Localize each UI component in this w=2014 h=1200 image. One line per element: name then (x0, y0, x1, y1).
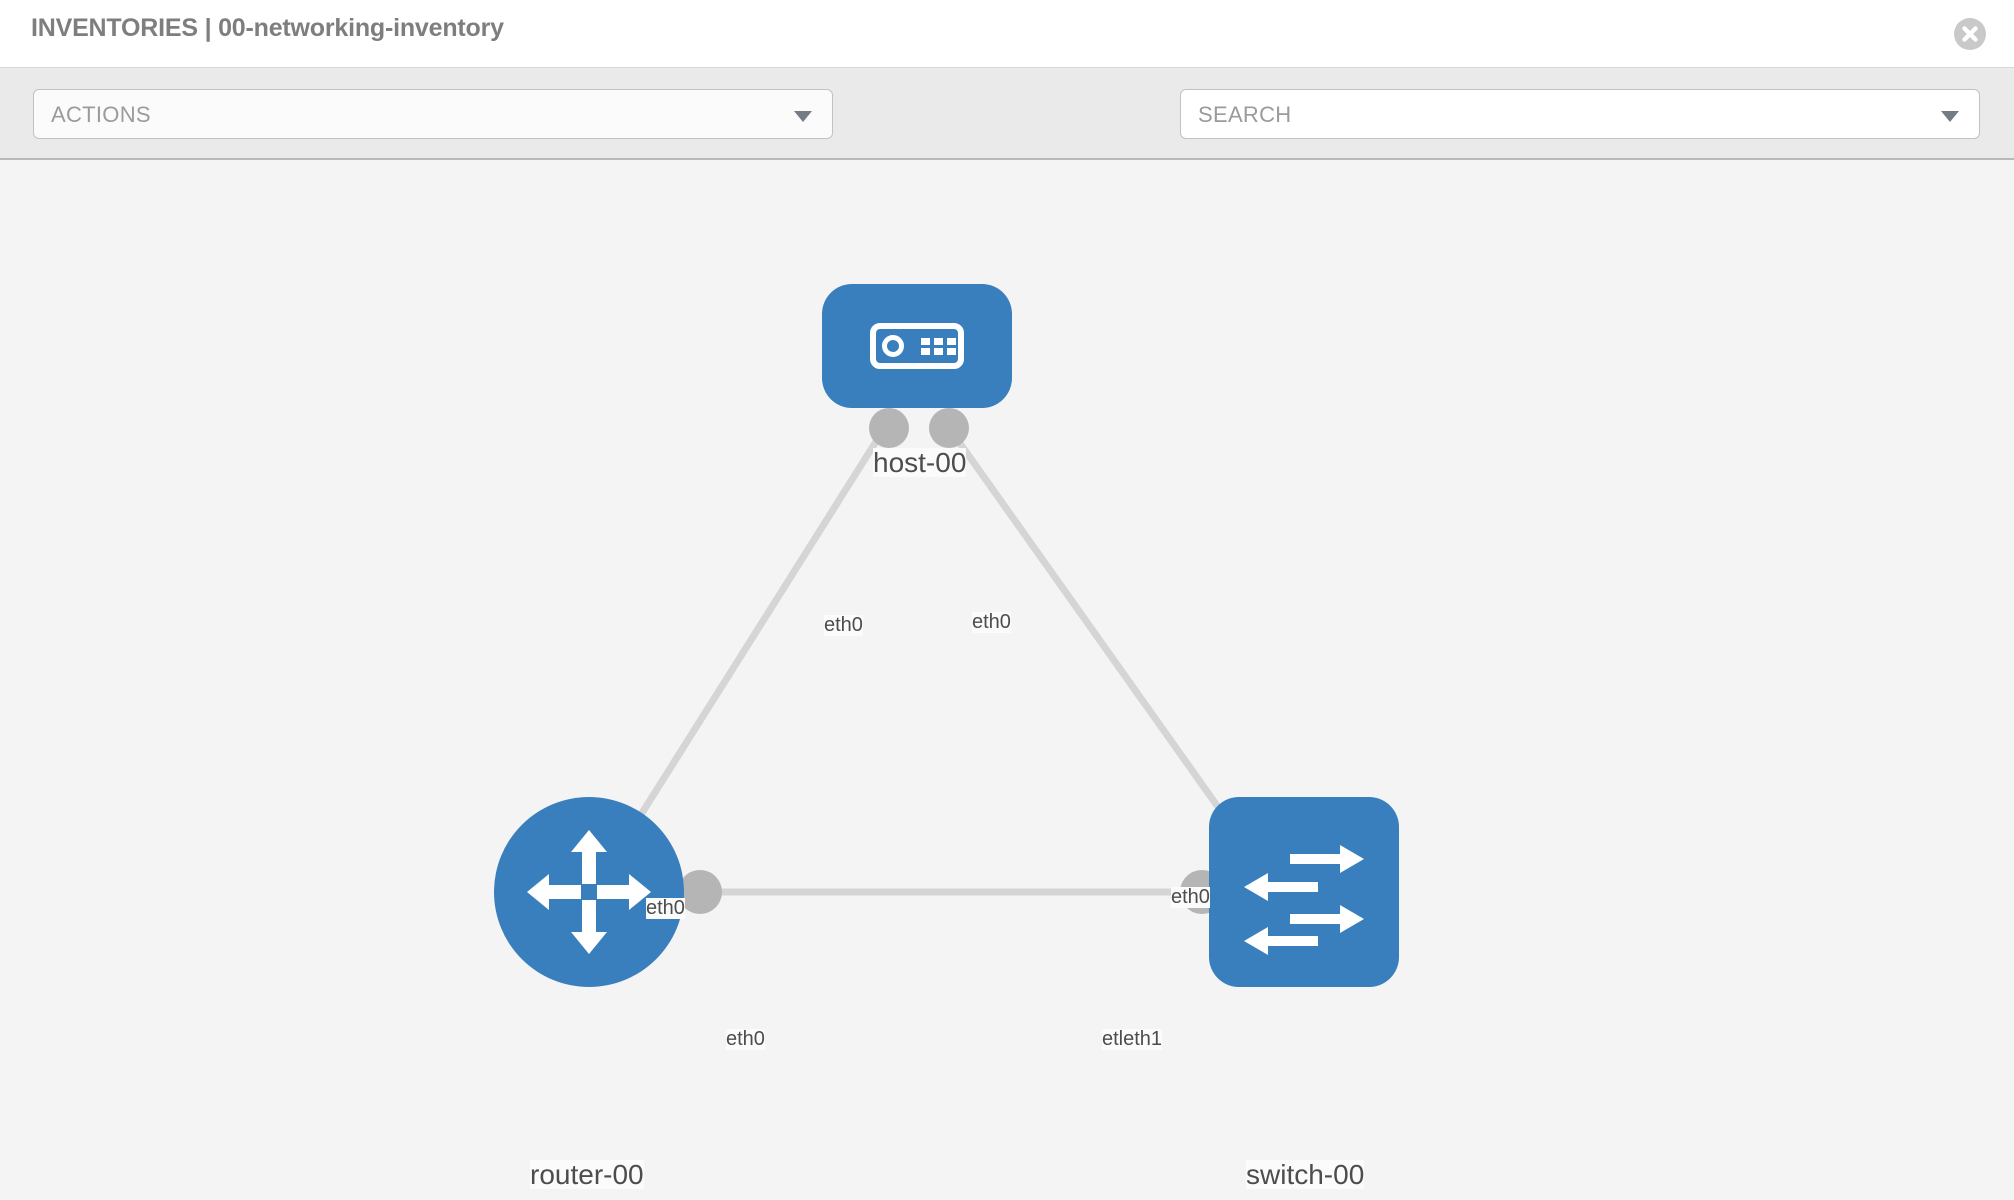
topology-canvas[interactable]: host-00 router-00 switch-00 eth0 eth0 et… (0, 160, 2014, 1200)
node-host-00[interactable] (822, 284, 1012, 408)
page-title: INVENTORIES | 00-networking-inventory (31, 14, 504, 42)
edge-host-router (622, 430, 885, 842)
iface-label-switch-eth1: etleth1 (1102, 1028, 1163, 1050)
nub-host-left (869, 408, 909, 448)
chevron-down-icon (1941, 111, 1959, 122)
iface-label-router-eth0-up: eth0 (646, 897, 685, 919)
node-label-router-00: router-00 (530, 1159, 644, 1190)
topology-interface-nubs (678, 408, 1257, 914)
search-placeholder: SEARCH (1198, 102, 1292, 127)
node-router-00[interactable] (494, 797, 684, 987)
search-input[interactable]: SEARCH (1180, 89, 1980, 139)
topology-graph (494, 284, 1399, 987)
topology-edges (622, 429, 1250, 896)
page-header: INVENTORIES | 00-networking-inventory (0, 0, 2014, 68)
nub-host-right (929, 408, 969, 448)
node-label-host-00: host-00 (873, 447, 967, 478)
iface-label-host-eth0-left: eth0 (824, 614, 863, 636)
actions-dropdown-label: ACTIONS (51, 102, 151, 127)
toolbar: ACTIONS SEARCH (0, 68, 2014, 199)
iface-label-host-eth0-right: eth0 (972, 611, 1011, 633)
actions-dropdown[interactable]: ACTIONS (33, 89, 833, 139)
chevron-down-icon (794, 111, 812, 122)
nub-router-right (678, 870, 722, 914)
node-label-switch-00: switch-00 (1246, 1159, 1365, 1190)
edge-host-switch (949, 429, 1243, 841)
close-icon[interactable] (1954, 18, 1986, 50)
iface-label-router-eth0: eth0 (726, 1028, 765, 1050)
iface-label-switch-eth0-up: eth0 (1171, 886, 1210, 908)
node-switch-00[interactable] (1209, 797, 1399, 987)
